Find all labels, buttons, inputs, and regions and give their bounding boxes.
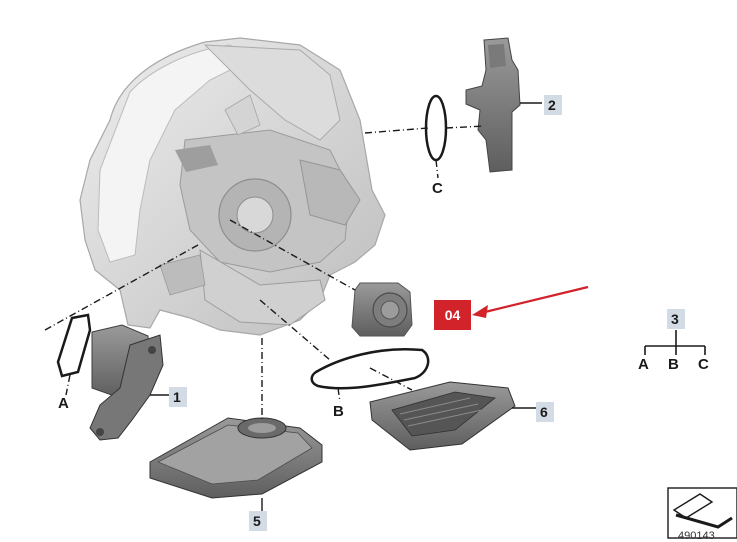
reference-symbol-box (667, 487, 737, 539)
part-label-2[interactable]: 2 (544, 95, 562, 115)
seal-label-c: C (432, 180, 443, 197)
callout-arrow (472, 285, 589, 318)
highlight-callout-04[interactable]: 04 (434, 300, 471, 330)
legend-label-a: A (638, 356, 649, 373)
label-leaders (150, 102, 542, 512)
vent-grille-part (369, 381, 516, 451)
seal-label-a: A (58, 395, 69, 412)
leader-lines (44, 125, 485, 420)
kit-legend-tree (644, 330, 706, 355)
part-label-6[interactable]: 6 (536, 402, 554, 422)
control-module-part (351, 282, 413, 337)
lower-module-part (149, 417, 323, 499)
seal-b (310, 348, 430, 390)
legend-label-c: C (698, 356, 709, 373)
legend-label-b: B (668, 356, 679, 373)
part-label-3[interactable]: 3 (667, 309, 685, 329)
headlight-housing (79, 37, 386, 336)
driver-module-part (89, 324, 164, 441)
part-label-1[interactable]: 1 (169, 387, 187, 407)
seal-label-b: B (333, 403, 344, 420)
seal-c (424, 94, 448, 162)
bracket-part (465, 37, 521, 173)
diagram-reference-number: 490143 (678, 530, 715, 542)
part-label-5[interactable]: 5 (249, 511, 267, 531)
seal-a (56, 313, 92, 378)
